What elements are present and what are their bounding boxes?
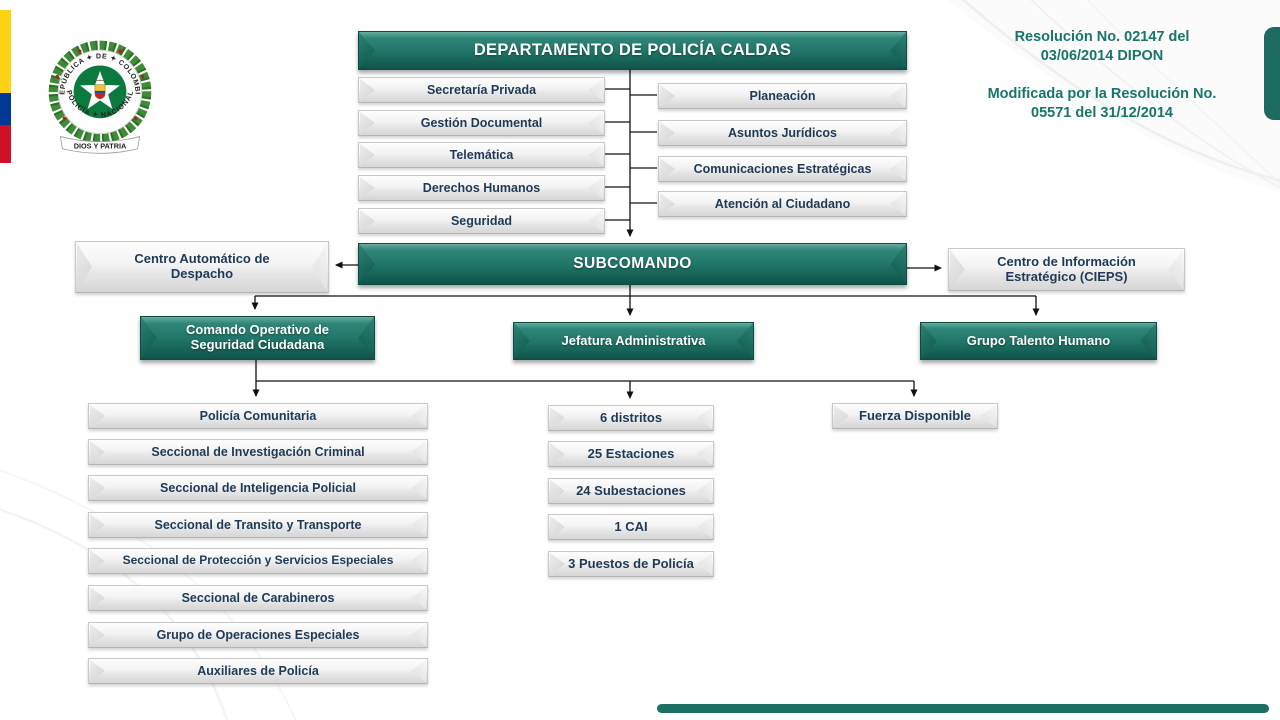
org-box-seccional-transito-transporte: Seccional de Transito y Transporte xyxy=(88,512,428,538)
flag-bar-yellow xyxy=(0,10,11,93)
resolution-note: Resolución No. 02147 del 03/06/2014 DIPO… xyxy=(972,28,1232,122)
org-box-seccional-investigacion-criminal: Seccional de Investigación Criminal xyxy=(88,439,428,465)
org-box-jefatura-administrativa: Jefatura Administrativa xyxy=(513,322,754,360)
label: Seccional de Transito y Transporte xyxy=(154,518,362,532)
label: Derechos Humanos xyxy=(422,181,541,195)
label: Asuntos Jurídicos xyxy=(727,126,838,140)
right-edge-accent-pill xyxy=(1264,27,1280,120)
org-box-subcomando-label: SUBCOMANDO xyxy=(573,255,692,273)
label: Comando Operativo de Seguridad Ciudadana xyxy=(185,322,330,352)
org-box-subcomando: SUBCOMANDO xyxy=(358,243,907,285)
org-box-grupo-talento-humano: Grupo Talento Humano xyxy=(920,322,1157,360)
org-box-derechos-humanos: Derechos Humanos xyxy=(358,175,605,201)
label: Seguridad xyxy=(450,214,513,228)
org-box-auxiliares-policia: Auxiliares de Policía xyxy=(88,658,428,684)
org-box-cieps: Centro de Información Estratégico (CIEPS… xyxy=(948,248,1185,291)
resolution-line-4: 05571 del 31/12/2014 xyxy=(1031,104,1173,121)
police-seal-logo: REPÚBLICA ✦ DE ✦ COLOMBIA POLICÍA ✦ NACI… xyxy=(41,28,156,169)
resolution-line-1: Resolución No. 02147 del xyxy=(1014,29,1190,45)
org-box-planeacion: Planeación xyxy=(658,83,907,109)
org-box-atencion-ciudadano: Atención al Ciudadano xyxy=(658,191,907,217)
org-box-comando-operativo: Comando Operativo de Seguridad Ciudadana xyxy=(140,316,375,360)
label: 3 Puestos de Policía xyxy=(568,555,694,571)
label: Secretaría Privada xyxy=(426,83,537,97)
org-box-seccional-inteligencia-policial: Seccional de Inteligencia Policial xyxy=(88,475,428,501)
label: Seccional de Inteligencia Policial xyxy=(160,481,356,495)
label: Comunicaciones Estratégicas xyxy=(693,162,872,176)
org-box-policia-comunitaria: Policía Comunitaria xyxy=(88,403,428,429)
resolution-line-2: 03/06/2014 DIPON xyxy=(1040,47,1164,64)
label: Centro Automático de Despacho xyxy=(134,251,270,281)
org-box-seccional-proteccion-servicios: Seccional de Protección y Servicios Espe… xyxy=(88,548,428,574)
label: Grupo de Operaciones Especiales xyxy=(156,628,360,642)
label: Jefatura Administrativa xyxy=(561,332,706,348)
label: Fuerza Disponible xyxy=(859,407,971,423)
bottom-accent-bar xyxy=(657,704,1269,713)
label: Seccional de Protección y Servicios Espe… xyxy=(122,553,394,568)
label: Grupo Talento Humano xyxy=(966,332,1111,348)
seal-shield xyxy=(94,84,106,100)
org-box-fuerza-disponible: Fuerza Disponible xyxy=(832,403,998,429)
label: Policía Comunitaria xyxy=(199,409,317,423)
label: Auxiliares de Policía xyxy=(197,664,319,678)
org-box-departamento: DEPARTAMENTO DE POLICÍA CALDAS xyxy=(358,31,907,70)
flag-bar-blue xyxy=(0,93,11,125)
label: 24 Subestaciones xyxy=(576,482,686,498)
label: Atención al Ciudadano xyxy=(714,197,851,211)
flag-bar-red xyxy=(0,125,11,163)
org-box-centro-automatico-despacho: Centro Automático de Despacho xyxy=(75,241,329,293)
label: Centro de Información Estratégico (CIEPS… xyxy=(997,253,1136,284)
org-box-25-estaciones: 25 Estaciones xyxy=(548,441,714,467)
org-box-1-cai: 1 CAI xyxy=(548,514,714,540)
org-box-asuntos-juridicos: Asuntos Jurídicos xyxy=(658,120,907,146)
label: Seccional de Investigación Criminal xyxy=(151,445,365,459)
label: Gestión Documental xyxy=(420,116,543,130)
note-spacer xyxy=(972,66,1232,85)
label: Planeación xyxy=(749,89,816,103)
label: 1 CAI xyxy=(614,518,648,534)
org-box-3-puestos-policia: 3 Puestos de Policía xyxy=(548,551,714,577)
org-box-grupo-operaciones-especiales: Grupo de Operaciones Especiales xyxy=(88,622,428,648)
org-box-seccional-carabineros: Seccional de Carabineros xyxy=(88,585,428,611)
org-box-seguridad: Seguridad xyxy=(358,208,605,234)
org-box-departamento-label: DEPARTAMENTO DE POLICÍA CALDAS xyxy=(473,41,792,60)
label: Seccional de Carabineros xyxy=(181,591,335,605)
label: 6 distritos xyxy=(599,409,663,425)
seal-ribbon-text: DIOS Y PATRIA xyxy=(74,141,127,150)
org-box-24-subestaciones: 24 Subestaciones xyxy=(548,478,714,504)
org-box-secretaria-privada: Secretaría Privada xyxy=(358,77,605,103)
org-box-telematica: Telemática xyxy=(358,142,605,168)
org-box-gestion-documental: Gestión Documental xyxy=(358,110,605,136)
resolution-line-3: Modificada por la Resolución No. xyxy=(987,85,1217,102)
org-box-comunicaciones-estrategicas: Comunicaciones Estratégicas xyxy=(658,156,907,182)
org-box-6-distritos: 6 distritos xyxy=(548,405,714,431)
label: Telemática xyxy=(449,148,514,162)
label: 25 Estaciones xyxy=(587,445,675,461)
